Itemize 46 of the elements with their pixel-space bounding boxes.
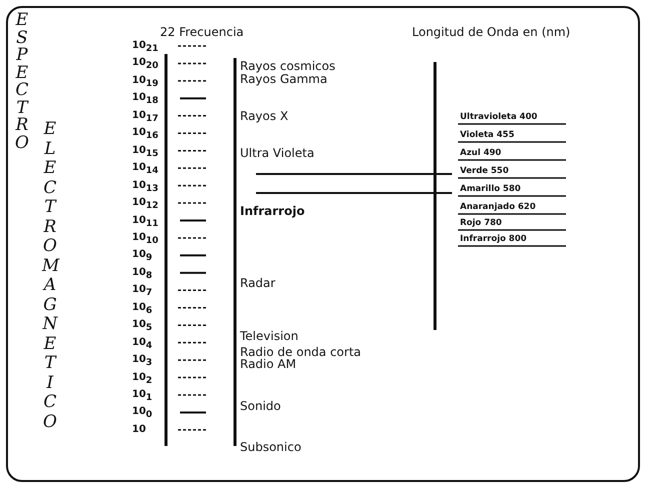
- tick-label: 10$_{6}$: [132, 302, 152, 317]
- tick-label: 10$_{16}$: [132, 127, 158, 142]
- tick-label: 10$_{5}$: [132, 319, 152, 334]
- band-label: Sonido: [240, 400, 281, 414]
- tick-label: 10$_{9}$: [132, 249, 152, 264]
- band-label: Rayos cosmicos: [240, 60, 336, 74]
- tick-label: 10$_{19}$: [132, 74, 158, 90]
- tick-label: 10$_{12}$: [132, 197, 158, 212]
- tick-label: 10$_{13}$: [132, 180, 158, 194]
- tick-label: 10$_{2}$: [132, 372, 152, 386]
- wavelength-label: Rojo 780: [460, 219, 502, 228]
- axis-title: Longitud de Onda en (nm): [412, 26, 570, 40]
- tick-label: 10$_{15}$: [132, 144, 158, 160]
- tick-label: 10$_{1}$: [132, 389, 152, 404]
- band-label: Rayos X: [240, 110, 288, 124]
- wavelength-label: Ultravioleta 400: [460, 113, 538, 122]
- wavelength-label: Anaranjado 620: [460, 203, 536, 212]
- tick-label: 10$_{14}$: [132, 162, 158, 178]
- band-label: Television: [240, 330, 298, 344]
- band-label: Rayos Gamma: [240, 73, 328, 86]
- tick-label: 10$_{10}$: [132, 232, 158, 247]
- band-label: Radio de onda corta: [240, 346, 362, 359]
- tick-label: 10$_{3}$: [132, 354, 152, 369]
- vertical-title: ELECTROMAGNETICO: [42, 120, 58, 432]
- tick-label: 10$_{0}$: [132, 406, 152, 422]
- wavelength-label: Violeta 455: [460, 131, 514, 140]
- band-label: Radar: [240, 277, 276, 290]
- tick-label: 10$_{21}$: [132, 40, 158, 55]
- tick-label: 10$_{11}$: [132, 214, 158, 230]
- tick-label: 10$_{17}$: [132, 110, 158, 125]
- band-label: Infrarrojo: [240, 205, 305, 218]
- wavelength-label: Verde 550: [460, 167, 509, 176]
- tick-label: 10: [132, 424, 146, 435]
- wavelength-label: Infrarrojo 800: [460, 235, 527, 244]
- tick-label: 10$_{20}$: [132, 57, 158, 72]
- band-label: Radio AM: [240, 358, 296, 372]
- tick-label: 10$_{8}$: [132, 266, 152, 282]
- axis-title: 22 Frecuencia: [160, 26, 244, 40]
- tick-label: 10$_{4}$: [132, 336, 152, 352]
- band-label: Subsonico: [240, 441, 302, 454]
- tick-label: 10$_{18}$: [132, 92, 158, 108]
- band-label: Ultra Violeta: [240, 147, 314, 160]
- tick-label: 10$_{7}$: [132, 284, 152, 300]
- vertical-title: ESPECTRO: [14, 12, 30, 152]
- wavelength-label: Amarillo 580: [460, 185, 521, 194]
- wavelength-label: Azul 490: [460, 149, 502, 158]
